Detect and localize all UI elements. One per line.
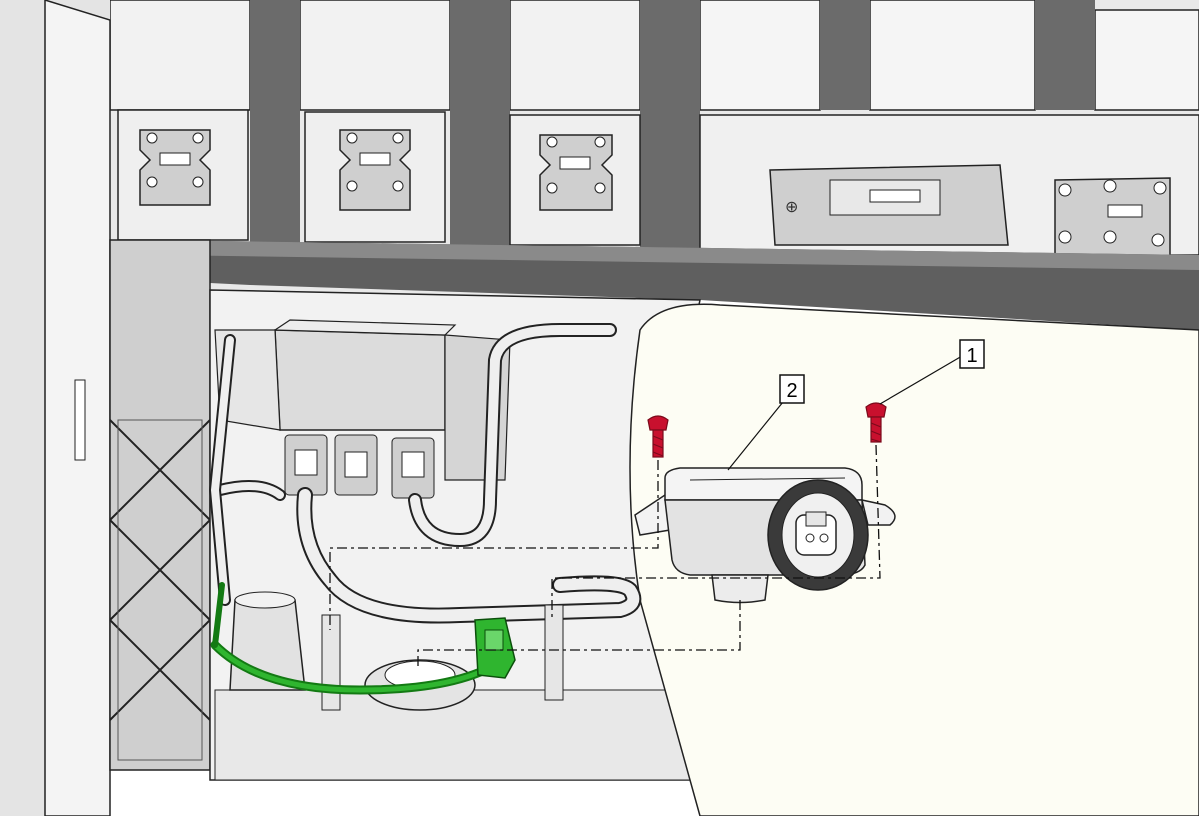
top-rib-6	[1094, 9, 1199, 111]
pin-post	[544, 604, 564, 701]
electrical-connector-icon	[391, 437, 435, 499]
cross-boss-3	[539, 134, 613, 211]
callout-1: 1	[879, 339, 985, 405]
rib-gap-2	[450, 0, 510, 270]
callout-label-1: 1	[966, 345, 977, 367]
rib-gap-1	[250, 0, 300, 270]
rib-gap-4	[820, 0, 870, 110]
rib-gap-3	[640, 0, 700, 270]
electrical-connector-icon	[474, 617, 516, 679]
electrical-connector-icon	[284, 434, 328, 496]
screw-icon	[865, 402, 887, 443]
highlighted-harness	[210, 582, 500, 695]
top-rib-4	[699, 0, 821, 111]
screw-icon	[647, 415, 669, 458]
top-rib-2	[299, 0, 451, 111]
lattice-frame	[109, 239, 211, 771]
cross-boss-2	[339, 129, 411, 211]
cross-boss-1	[139, 129, 211, 206]
top-rib-1	[109, 0, 251, 111]
electrical-connector-icon	[334, 434, 378, 496]
left-pillar-slot	[74, 379, 86, 461]
assembly-lines	[329, 444, 881, 670]
pin-post	[321, 614, 341, 711]
lower-ledge-face	[150, 240, 1199, 270]
top-rib-3	[509, 0, 641, 111]
sensor-module-icon	[634, 467, 896, 604]
cross-boss-4	[1054, 177, 1171, 263]
callout-label-2: 2	[786, 380, 797, 402]
connector-boss: ⊕	[769, 164, 1009, 246]
wiring-harness	[208, 323, 642, 624]
svg-text:⊕: ⊕	[785, 199, 798, 216]
rib-gap-5	[1035, 0, 1095, 110]
top-rib-5	[869, 0, 1036, 111]
callout-2: 2	[727, 374, 805, 471]
